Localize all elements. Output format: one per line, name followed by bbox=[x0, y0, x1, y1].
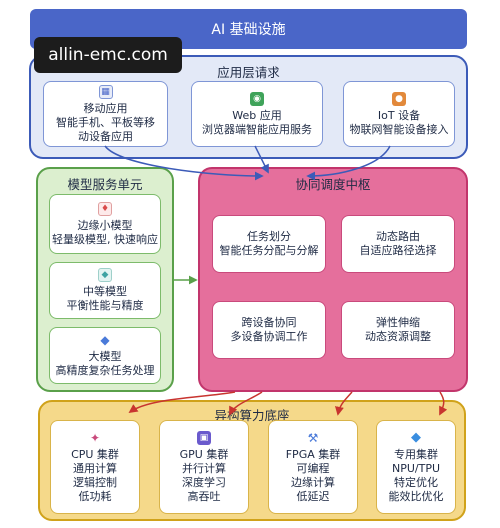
model-card-desc: 平衡性能与精度 bbox=[66, 299, 144, 312]
app-card-title: Web 应用 bbox=[232, 108, 282, 122]
cpu-icon: ✦ bbox=[89, 430, 101, 445]
compute-card-desc: 低功耗 bbox=[78, 489, 112, 503]
model-card-medium[interactable]: ◆ 中等模型 平衡性能与精度 bbox=[49, 262, 161, 319]
compute-card-desc: 并行计算 bbox=[182, 461, 226, 475]
hub-card-desc: 多设备协调工作 bbox=[230, 330, 308, 343]
compute-card-title: FPGA 集群 bbox=[285, 447, 341, 461]
compute-card-desc: 通用计算 bbox=[73, 461, 117, 475]
watermark: allin-emc.com bbox=[34, 37, 182, 73]
compute-card-desc: 边缘计算 bbox=[291, 475, 335, 489]
model-card-desc: 高精度复杂任务处理 bbox=[55, 364, 155, 377]
app-card-title: 移动应用 bbox=[83, 101, 128, 115]
arrow-hub-to-cpu bbox=[128, 391, 236, 414]
hub-card-title: 任务划分 bbox=[247, 230, 291, 243]
hub-card-title: 动态路由 bbox=[376, 230, 420, 243]
large-model-icon: ◆ bbox=[100, 333, 110, 347]
compute-section: 异构算力底座 ✦ CPU 集群 通用计算 逻辑控制 低功耗 ▣ GPU 集群 并… bbox=[38, 400, 466, 521]
app-card-desc: 智能手机、平板等移 bbox=[56, 115, 155, 129]
compute-card-desc: 高吞吐 bbox=[187, 489, 221, 503]
hub-card-desc: 智能任务分配与分解 bbox=[219, 244, 319, 257]
gpu-icon: ▣ bbox=[197, 430, 211, 445]
hub-card-title: 弹性伸缩 bbox=[376, 316, 420, 329]
compute-card-desc: 逻辑控制 bbox=[73, 475, 117, 489]
npu-icon: ◆ bbox=[411, 429, 421, 445]
app-card-desc: 物联网智能设备接入 bbox=[349, 122, 449, 136]
model-unit-label: 模型服务单元 bbox=[67, 177, 143, 192]
web-icon: ◉ bbox=[250, 91, 264, 106]
medium-model-icon: ◆ bbox=[98, 268, 112, 282]
app-card-title: IoT 设备 bbox=[377, 108, 421, 122]
hub-card-elastic-scaling[interactable]: 弹性伸缩 动态资源调整 bbox=[341, 301, 455, 359]
hub-card-task-split[interactable]: 任务划分 智能任务分配与分解 bbox=[212, 215, 326, 273]
compute-card-gpu[interactable]: ▣ GPU 集群 并行计算 深度学习 高吞吐 bbox=[159, 420, 249, 514]
hub-card-title: 跨设备协同 bbox=[241, 316, 297, 329]
page-title-text: AI 基础设施 bbox=[211, 22, 286, 38]
hub-card-dynamic-routing[interactable]: 动态路由 自适应路径选择 bbox=[341, 215, 455, 273]
compute-card-title: GPU 集群 bbox=[179, 447, 229, 461]
arrow-hub-to-fpga bbox=[335, 391, 353, 416]
compute-card-fpga[interactable]: ⚒ FPGA 集群 可编程 边缘计算 低延迟 bbox=[268, 420, 358, 514]
hub-section: 协同调度中枢 任务划分 智能任务分配与分解 动态路由 自适应路径选择 跨设备协同… bbox=[198, 167, 468, 392]
hub-card-desc: 自适应路径选择 bbox=[359, 244, 437, 257]
compute-card-desc: 低延迟 bbox=[296, 489, 330, 503]
model-card-title: 中等模型 bbox=[83, 285, 127, 298]
hub-label: 协同调度中枢 bbox=[295, 177, 371, 192]
model-card-title: 大模型 bbox=[88, 350, 122, 363]
compute-card-title: CPU 集群 bbox=[71, 447, 119, 461]
hub-card-cross-device[interactable]: 跨设备协同 多设备协调工作 bbox=[212, 301, 326, 359]
arrow-iot-to-hub bbox=[306, 145, 391, 181]
compute-card-desc: 可编程 bbox=[296, 461, 330, 475]
fpga-icon: ⚒ bbox=[307, 430, 319, 445]
small-model-icon: ♦ bbox=[98, 201, 112, 216]
model-card-desc: 轻量级模型, 快速响应 bbox=[52, 232, 158, 246]
arrow-mobile-to-hub bbox=[104, 145, 264, 181]
model-unit-section: 模型服务单元 ♦ 边缘小模型 轻量级模型, 快速响应 ◆ 中等模型 平衡性能与精… bbox=[36, 167, 174, 392]
compute-card-desc: NPU/TPU bbox=[391, 461, 441, 475]
compute-card-desc: 能效比优化 bbox=[388, 489, 444, 503]
app-layer-label: 应用层请求 bbox=[217, 65, 280, 80]
compute-card-cpu[interactable]: ✦ CPU 集群 通用计算 逻辑控制 低功耗 bbox=[50, 420, 140, 514]
compute-card-title: 专用集群 bbox=[394, 447, 438, 461]
arrow-hub-to-npu bbox=[439, 391, 448, 416]
app-card-mobile[interactable]: ▦ 移动应用 智能手机、平板等移 动设备应用 bbox=[43, 81, 168, 147]
compute-card-desc: 特定优化 bbox=[394, 475, 438, 489]
compute-card-desc: 深度学习 bbox=[182, 475, 226, 489]
arrow-hub-to-gpu bbox=[229, 391, 263, 416]
hub-card-desc: 动态资源调整 bbox=[365, 330, 431, 343]
app-layer-section: 应用层请求 ▦ 移动应用 智能手机、平板等移 动设备应用 ◉ Web 应用 浏览… bbox=[29, 55, 468, 159]
mobile-icon: ▦ bbox=[98, 84, 113, 99]
model-card-large[interactable]: ◆ 大模型 高精度复杂任务处理 bbox=[49, 327, 161, 384]
model-card-title: 边缘小模型 bbox=[77, 218, 133, 232]
iot-icon: ● bbox=[392, 91, 406, 106]
app-card-iot[interactable]: ● IoT 设备 物联网智能设备接入 bbox=[343, 81, 455, 147]
arrow-web-to-hub bbox=[254, 145, 269, 174]
model-card-small[interactable]: ♦ 边缘小模型 轻量级模型, 快速响应 bbox=[49, 194, 161, 254]
app-card-desc: 动设备应用 bbox=[78, 129, 133, 143]
app-card-web[interactable]: ◉ Web 应用 浏览器端智能应用服务 bbox=[191, 81, 323, 147]
app-card-desc: 浏览器端智能应用服务 bbox=[202, 122, 312, 136]
watermark-text: allin-emc.com bbox=[48, 45, 168, 65]
compute-card-npu[interactable]: ◆ 专用集群 NPU/TPU 特定优化 能效比优化 bbox=[376, 420, 456, 514]
